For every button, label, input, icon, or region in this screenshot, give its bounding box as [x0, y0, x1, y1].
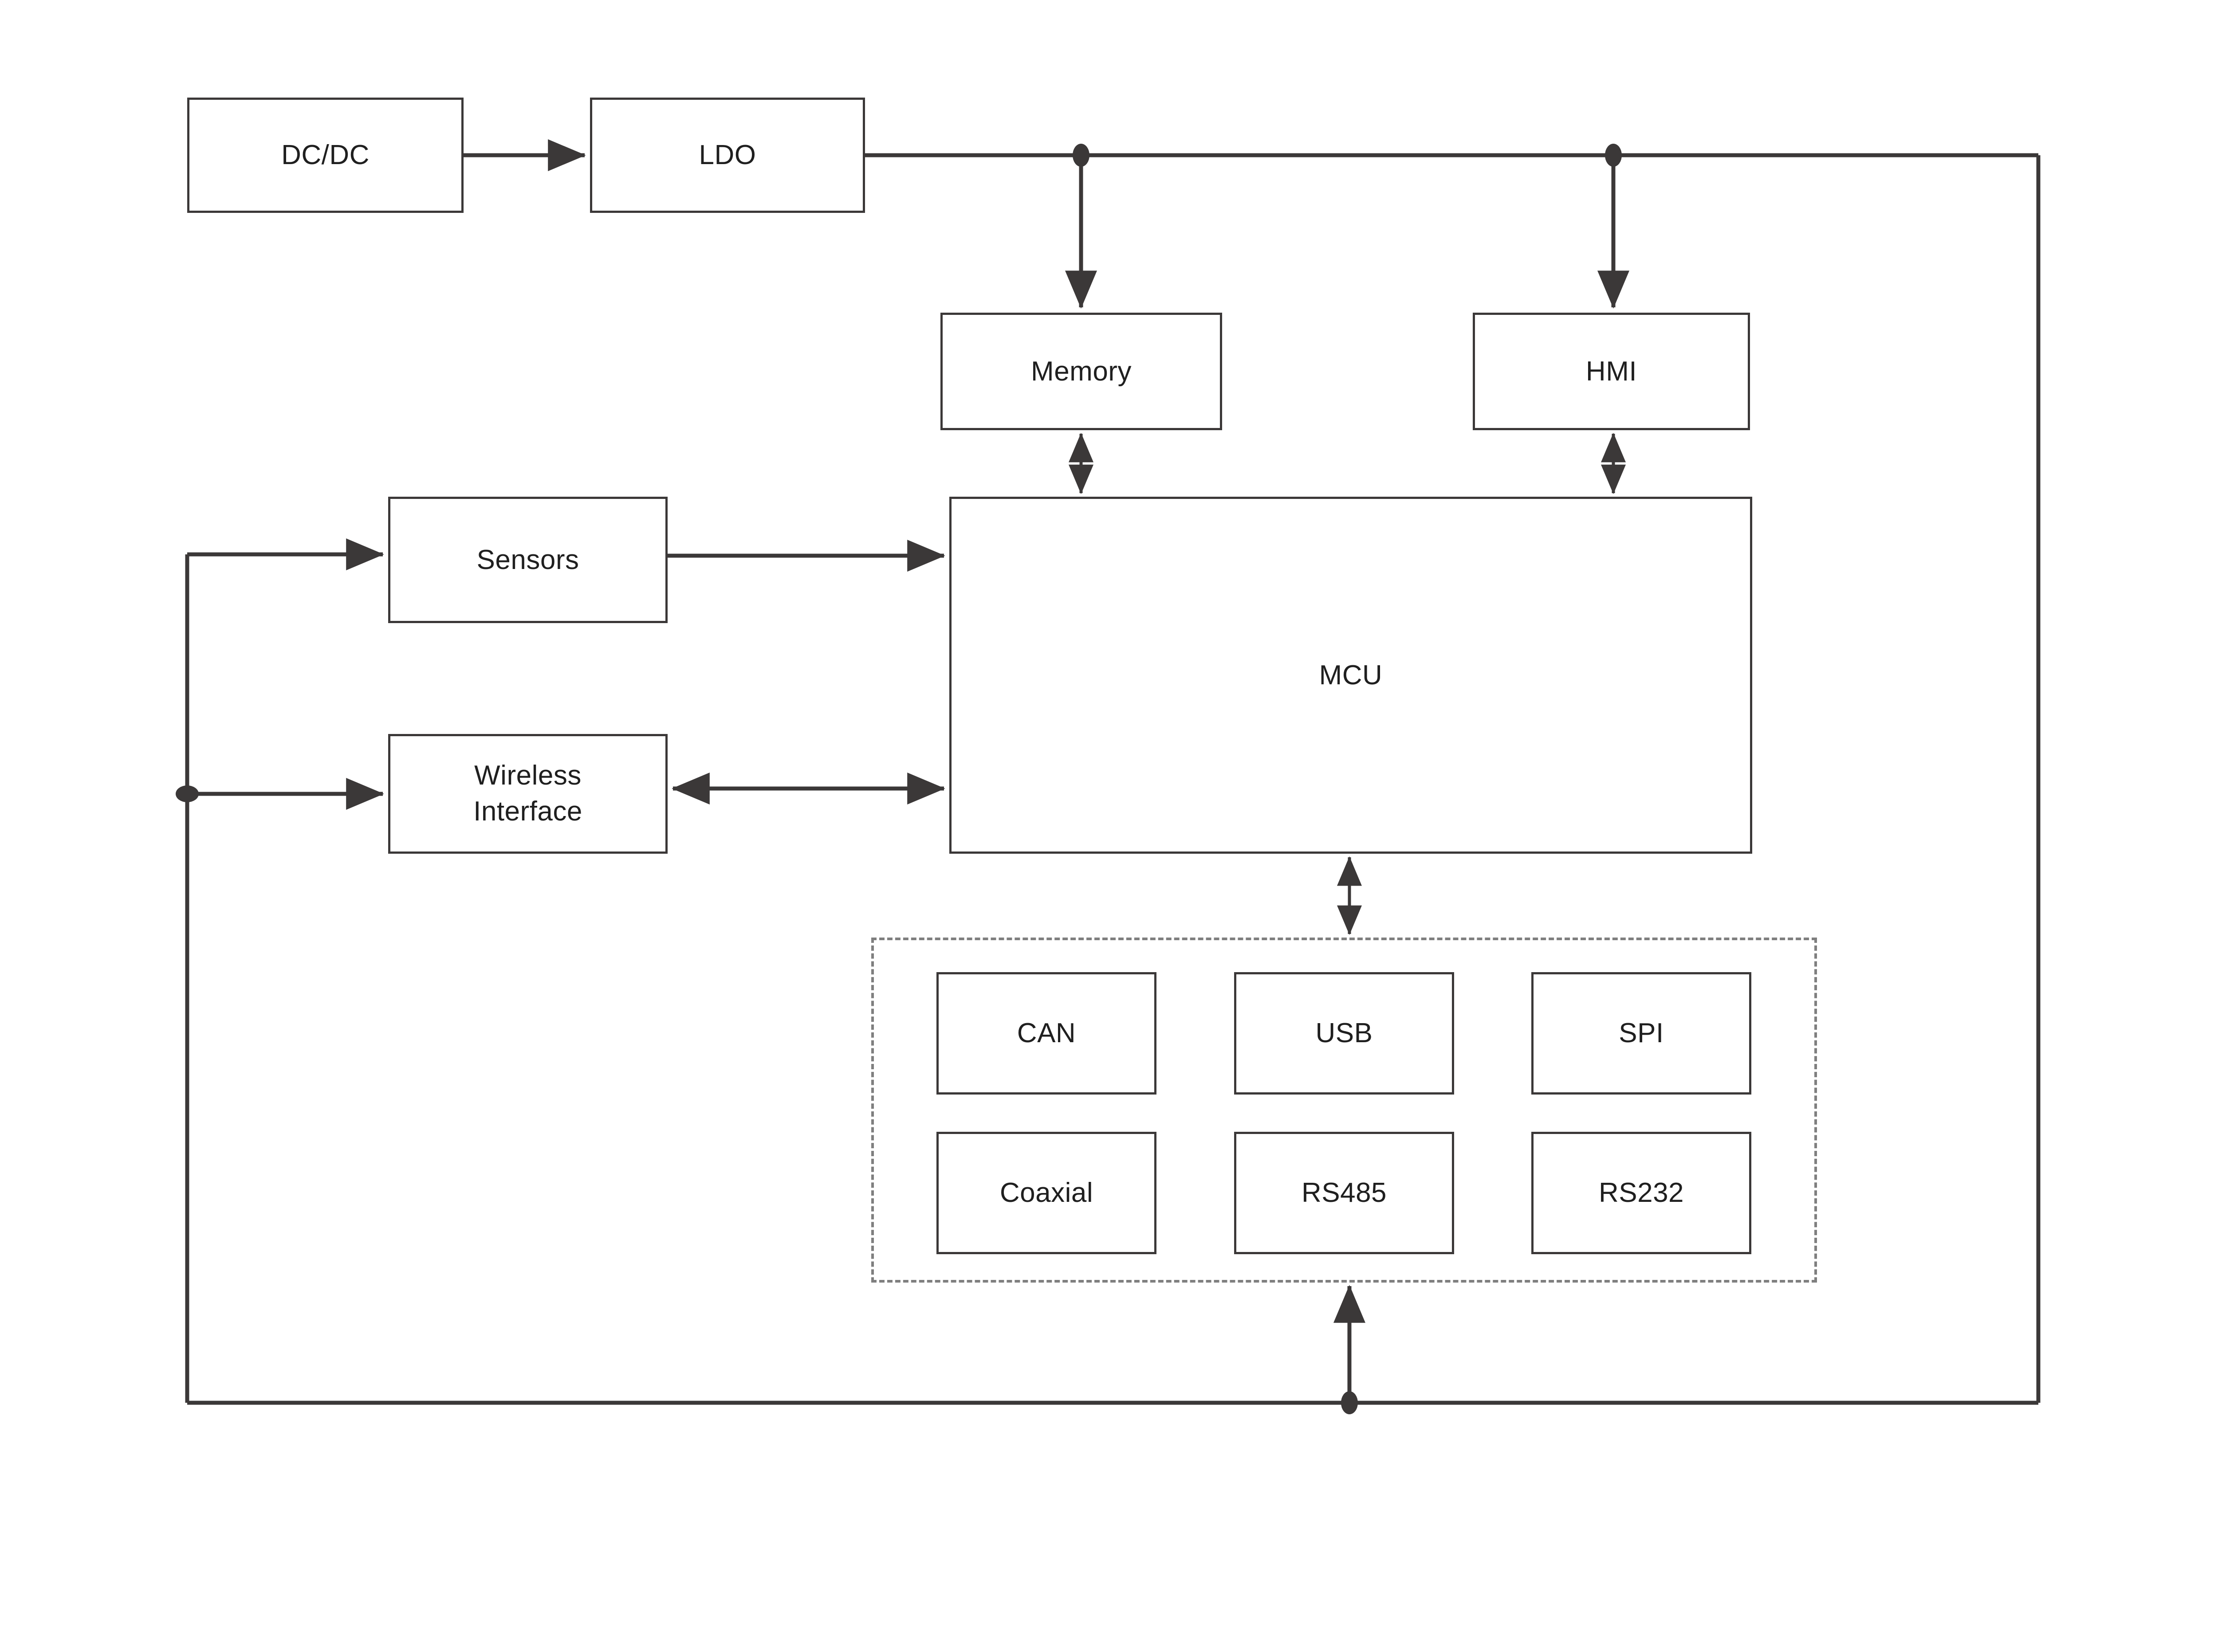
peripheral-block-rs485[interactable]: RS485: [1234, 1132, 1454, 1254]
peripheral-block-usb[interactable]: USB: [1234, 972, 1454, 1095]
peripheral-block-label: USB: [1315, 1018, 1373, 1049]
block-mcu[interactable]: MCU: [949, 497, 1752, 854]
block-ldo[interactable]: LDO: [590, 98, 865, 213]
block-ldo-label: LDO: [699, 140, 756, 171]
peripheral-block-label: CAN: [1017, 1018, 1076, 1049]
block-dcdc-label: DC/DC: [281, 140, 370, 171]
peripheral-interfaces-group: [871, 938, 1817, 1283]
block-mcu-label: MCU: [1319, 659, 1383, 691]
block-sensors-label: Sensors: [476, 544, 579, 575]
junction-dots: [176, 144, 1622, 1414]
block-sensors[interactable]: Sensors: [388, 497, 668, 623]
junction-dot-rail-hmi: [1605, 144, 1622, 167]
block-hmi[interactable]: HMI: [1473, 313, 1750, 430]
junction-dot-rail-wireless: [176, 785, 199, 802]
block-wireless-interface-label: Wireless Interface: [473, 760, 582, 827]
peripheral-block-rs232[interactable]: RS232: [1531, 1132, 1751, 1254]
peripheral-block-label: Coaxial: [999, 1177, 1093, 1209]
peripheral-block-can[interactable]: CAN: [936, 972, 1156, 1095]
peripheral-block-coaxial[interactable]: Coaxial: [936, 1132, 1156, 1254]
junction-dot-rail-memory: [1073, 144, 1089, 167]
block-memory-label: Memory: [1031, 356, 1132, 387]
junction-dot-rail-bottom: [1341, 1391, 1358, 1414]
block-wireless-interface[interactable]: Wireless Interface: [388, 734, 668, 854]
peripheral-block-label: SPI: [1619, 1018, 1664, 1049]
peripheral-block-label: RS485: [1301, 1177, 1387, 1209]
peripheral-block-label: RS232: [1598, 1177, 1684, 1209]
peripheral-block-spi[interactable]: SPI: [1531, 972, 1751, 1095]
block-memory[interactable]: Memory: [940, 313, 1222, 430]
block-hmi-label: HMI: [1585, 356, 1637, 387]
block-dcdc[interactable]: DC/DC: [187, 98, 464, 213]
